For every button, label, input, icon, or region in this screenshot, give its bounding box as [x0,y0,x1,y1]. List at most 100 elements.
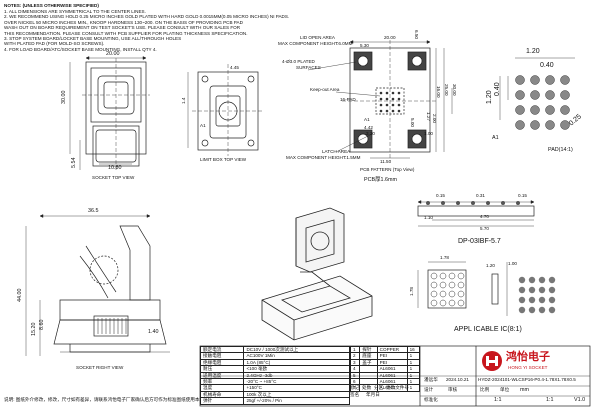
callout-plated-hole: 4-Ø3.0 PLATED [282,59,315,64]
mat-no: 4 [349,365,361,373]
dp-profile [417,201,535,227]
dim-pcb-l: 2.00 [432,114,437,123]
dim-pcb-g: 20.00 [384,35,396,40]
label-pad-a1: A1 [492,135,499,141]
dim-pcb-j: 30.00 [452,84,457,96]
callout-lid-open: LID OPEN AREA [300,35,335,40]
dim-ic-a: 1.78 [440,255,449,260]
note-line: 1. ALL DIMENSIONS ARE SYMMETRICAL TO THE… [4,9,146,14]
pcb-pad-grid [379,91,401,113]
tb-drawer: 潘远华 [424,377,438,382]
dim-pcb-b: 6.50 [414,30,419,39]
pcb-thickness: PCB厚1.6mm [364,177,397,183]
dim-pad-d: 0.40 [494,82,501,96]
dim-pcb-k: 1.27 [426,112,431,121]
tb-standard: 标准化 [424,397,438,402]
dim-pcb-h: 16.00 [436,86,441,98]
dim-right-b: 8.60 [39,319,45,331]
note-line: OVER NICKEL 50 MICRO INCHES MIN., KNOOP … [4,19,243,25]
rev-col: 标记 [350,385,360,390]
note-line: WASH OUT ON BOARD REQUIREMENT ON TEST SO… [4,25,241,31]
footer-note: 说明: 图纸外介修改，修改，尺寸如有差异，请联系鸿怡电子厂家确认后方可作为标准图… [4,397,200,402]
dim-pcb-i: 25.00 [444,84,449,96]
dim-top-side: 5.54 [71,157,77,169]
dim-pcb-f: 3.20 [366,131,375,136]
dim-dp-a: 0.15 [436,193,445,198]
socket-top-view [69,57,150,170]
rev-col: 年月日 [366,392,380,397]
dim-dp-d: 4.70 [480,214,489,219]
scale-value: 1:1 [494,397,502,403]
mat-no: 7 [349,384,361,392]
dim-pcb-c: 11.50 [380,159,392,164]
view-title-socket-right: SOCKET RIGHT VIEW [76,365,124,370]
view-title-pad: PAD(14:1) [548,147,573,153]
callout-surfaces: SURFACES [296,65,321,70]
dim-limit-a: 4.45 [230,65,239,70]
mat-no: 5 [349,371,361,380]
company-name-cn: 鸿怡电子 [506,351,550,363]
version: V1.0 [574,397,586,403]
note-line: 4. FOR LOAD BOARD/ATC/SOCKET BASE MOUNTI… [4,46,157,52]
isometric-socket [261,207,373,341]
dim-right-a: 15.20 [31,322,37,337]
spec-value: DC10V / 1000次测试以上 [243,345,350,354]
callout-keepout: Keep-out Area [310,87,340,92]
dim-ic-b: 1.78 [409,287,414,296]
label-a1-limit: A1 [200,123,206,128]
pad-detail [499,57,575,120]
tb-date: 2024.10.21 [446,377,469,382]
dim-pcb-m: 5.00 [410,118,415,127]
dim-top-height: 30.00 [61,90,67,105]
applicable-ic [417,261,508,316]
dim-pcb-a: 5.30 [360,43,369,48]
view-title-limit-box: LIMIT BOX TOP VIEW [200,157,247,162]
dim-ic-d: 1.00 [508,261,517,266]
note-line: THIS RECOMMENDATION. PLEASE CONSULT WITH… [4,30,248,36]
note-line: WITH PLATED PAD (FOR MOLD-SO SCREWS). [4,41,105,47]
dim-dp-b: 0.31 [476,193,485,198]
scale-label: 比例 [480,387,490,392]
dim-ic-c: 1.20 [486,263,495,268]
dim-pcb-e: 4.42 [364,125,373,130]
dim-right-height: 44.00 [17,288,23,303]
dim-pad-b: 0.40 [540,62,554,69]
rev-col: 更改文件号 [386,385,409,390]
notes-heading: NOTES: (UNLESS OTHERWISE SPECIFIED) [4,3,99,8]
rev-col: 签名 [350,392,360,397]
rev-col: 分区 [374,385,384,390]
company-name-en: HONG YI SOCKET [508,365,548,370]
spec-value: 25gf +/-20% / Pin [243,397,350,405]
callout-pad-count: 16-PAD [340,97,356,102]
dim-dp-c: 1.10 [424,215,433,220]
view-title-socket-top: SOCKET TOP VIEW [92,175,135,180]
mat-qty: 16 [406,345,421,354]
dim-right-width: 36.5 [88,208,99,214]
mat-no: 3 [349,358,361,367]
callout-latch: LATCH AREA [322,149,351,154]
company-logo [482,351,502,371]
view-title-ic: APPL ICABLE IC(8:1) [454,326,522,333]
dim-limit-b: 1.4 [181,97,186,104]
callout-lid-height: MAX COMPONENT HEIGHT:6.0MM [278,41,353,46]
mat-qty: 1 [406,384,421,392]
rev-col: 处数 [362,385,372,390]
tb-checker: 设计 [424,387,434,392]
note-line: 2. WE RECOMMEND USING HOLD 0.25 MICRO IN… [4,14,290,20]
dim-pad-a: 1.20 [526,48,540,55]
mat-no: 2 [349,352,361,360]
mat-name: 底座 [359,352,378,360]
dim-dp-e: 5.70 [480,226,489,231]
dim-top-width: 20.00 [106,51,120,57]
dim-pad-c: 1.20 [486,90,493,104]
socket-right-view [25,215,170,356]
dim-pcb-d: 1.00 [424,131,433,136]
tb-approve: 审核 [448,387,458,392]
